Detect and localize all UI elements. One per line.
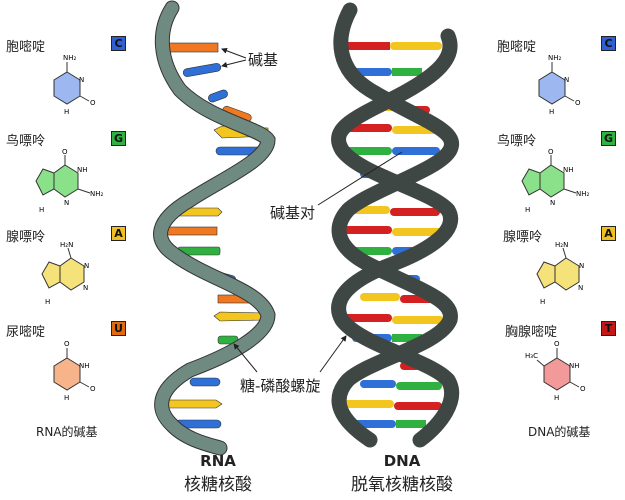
label-base: 碱基 — [248, 51, 279, 69]
rna-base-name-guanine: 鸟嘌呤 — [6, 134, 46, 149]
svg-text:H: H — [554, 394, 559, 402]
rna-base-name-cytosine: 胞嘧啶 — [6, 40, 46, 55]
svg-text:N: N — [64, 199, 69, 207]
cytosine-structure-icon: NH₂ N H O — [53, 54, 96, 116]
svg-text:N: N — [578, 284, 583, 292]
svg-text:NH: NH — [79, 362, 90, 370]
dna-base-name-guanine: 鸟嘌呤 — [497, 134, 537, 149]
rna-badge-a: A — [111, 226, 126, 241]
svg-text:O: O — [554, 340, 560, 348]
svg-text:N: N — [83, 284, 88, 292]
svg-text:O: O — [580, 385, 586, 393]
svg-text:N: N — [79, 76, 84, 84]
dna-base-name-thymine: 胸腺嘧啶 — [505, 325, 558, 340]
svg-text:N: N — [84, 262, 89, 270]
dna-title-zh: 脱氧核糖核酸 — [351, 475, 453, 495]
svg-text:NH₂: NH₂ — [63, 54, 77, 62]
dna-base-name-adenine: 腺嘌呤 — [503, 230, 543, 245]
svg-text:H₃C: H₃C — [525, 352, 538, 360]
rna-base-name-adenine: 腺嘌呤 — [6, 230, 46, 245]
dna-badge-c: C — [601, 36, 616, 51]
rna-helix-diagram — [153, 0, 276, 456]
svg-text:H: H — [64, 394, 69, 402]
svg-text:H₂N: H₂N — [555, 241, 568, 249]
cytosine-structure-icon: NH₂ N H O — [538, 54, 581, 116]
svg-text:H: H — [64, 108, 69, 116]
svg-text:NH: NH — [569, 362, 580, 370]
svg-text:NH: NH — [77, 166, 88, 174]
dna-helix-diagram — [331, 2, 460, 448]
svg-text:NH: NH — [563, 166, 574, 174]
svg-text:H: H — [549, 108, 554, 116]
svg-text:N: N — [550, 199, 555, 207]
dna-title-en: DNA — [383, 452, 421, 470]
svg-text:NH₂: NH₂ — [576, 190, 590, 198]
rna-badge-g: G — [111, 131, 126, 146]
adenine-structure-icon: H₂N N N H — [41, 241, 89, 306]
guanine-structure-icon: O NH NH₂ N H — [521, 148, 590, 214]
svg-text:O: O — [90, 99, 96, 107]
rna-badge-u: U — [111, 321, 126, 336]
svg-text:H₂N: H₂N — [60, 241, 73, 249]
thymine-structure-icon: O NH H O H₃C — [525, 340, 586, 402]
dna-badge-t: T — [601, 321, 616, 336]
svg-text:O: O — [575, 99, 581, 107]
dna-bases-caption: DNA的碱基 — [528, 425, 591, 439]
svg-text:H: H — [45, 298, 50, 306]
svg-text:H: H — [540, 298, 545, 306]
dna-badge-g: G — [601, 131, 616, 146]
svg-text:H: H — [39, 206, 44, 214]
label-sugar-phosphate-backbone: 糖-磷酸螺旋 — [240, 377, 321, 395]
uracil-structure-icon: O NH H O — [53, 340, 96, 402]
rna-bases-caption: RNA的碱基 — [36, 425, 98, 439]
svg-text:NH₂: NH₂ — [548, 54, 562, 62]
dna-backbones — [331, 2, 460, 448]
svg-text:O: O — [64, 340, 70, 348]
guanine-structure-icon: O NH NH₂ N H — [35, 148, 104, 214]
rna-title-zh: 核糖核酸 — [184, 475, 252, 495]
rna-badge-c: C — [111, 36, 126, 51]
svg-text:N: N — [579, 262, 584, 270]
svg-text:O: O — [62, 148, 68, 156]
svg-text:NH₂: NH₂ — [90, 190, 104, 198]
rna-title-en: RNA — [200, 452, 236, 470]
svg-text:O: O — [90, 385, 96, 393]
adenine-structure-icon: H₂N N N H — [536, 241, 584, 306]
label-base-pair: 碱基对 — [270, 204, 316, 222]
dna-badge-a: A — [601, 226, 616, 241]
dna-base-name-cytosine: 胞嘧啶 — [497, 40, 537, 55]
svg-text:O: O — [548, 148, 554, 156]
svg-text:H: H — [525, 206, 530, 214]
rna-base-name-uracil: 尿嘧啶 — [6, 325, 46, 340]
svg-text:N: N — [564, 76, 569, 84]
